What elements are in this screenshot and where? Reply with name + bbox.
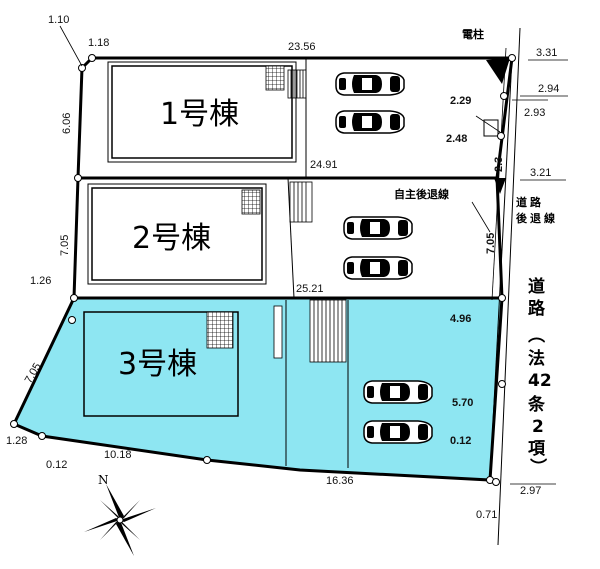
dim-0-12-right: 0.12 xyxy=(450,435,471,447)
svg-text:退: 退 xyxy=(530,211,541,225)
svg-text:）: ） xyxy=(527,458,548,475)
svg-text:後: 後 xyxy=(516,211,528,225)
road-setback-label: 道 路 後 退 線 xyxy=(516,195,555,225)
building-1-label: 1号棟 xyxy=(160,97,239,132)
dim-6-06: 6.06 xyxy=(61,113,73,134)
dim-2-29: 2.29 xyxy=(450,95,471,107)
dim-10-18: 10.18 xyxy=(104,449,132,461)
voluntary-setback-label: 自主後退線 xyxy=(394,187,449,201)
svg-text:項: 項 xyxy=(528,439,546,459)
dim-2-97: 2.97 xyxy=(520,485,541,497)
stair-icon xyxy=(241,189,261,215)
dim-1-10: 1.10 xyxy=(48,14,69,26)
dim-24-91: 24.91 xyxy=(310,159,338,171)
car-icon xyxy=(343,216,413,240)
dim-3-21: 3.21 xyxy=(530,167,551,179)
car-icon xyxy=(343,256,413,280)
dim-1-28: 1.28 xyxy=(6,435,27,447)
boundary-marker-icon xyxy=(10,54,516,486)
dim-4-96: 4.96 xyxy=(450,313,471,325)
dim-0-71: 0.71 xyxy=(476,509,497,521)
car-icon xyxy=(363,380,433,404)
dim-16-36: 16.36 xyxy=(326,475,354,487)
stair-icon xyxy=(273,69,347,363)
dim-1-26: 1.26 xyxy=(30,275,51,287)
dim-7-05-road: 7.05 xyxy=(485,233,497,254)
dim-5-70: 5.70 xyxy=(452,397,473,409)
dim-7-05-lot2: 7.05 xyxy=(59,235,71,256)
dim-2-94: 2.94 xyxy=(538,83,559,95)
svg-text:路: 路 xyxy=(530,195,542,209)
building-2-label: 2号棟 xyxy=(132,221,211,256)
svg-text:2: 2 xyxy=(532,417,544,437)
building-3-label: 3号棟 xyxy=(118,347,197,382)
building-2-footprint xyxy=(91,187,263,281)
road-edge-line xyxy=(497,27,521,546)
svg-text:路: 路 xyxy=(528,298,546,319)
road-setback-line xyxy=(489,57,513,481)
svg-text:道: 道 xyxy=(516,195,527,209)
building-1-footprint xyxy=(111,65,293,159)
svg-text:線: 線 xyxy=(544,211,555,225)
svg-text:42: 42 xyxy=(528,371,552,391)
north-arrow-icon xyxy=(84,484,156,556)
svg-text:条: 条 xyxy=(527,394,546,415)
dim-1-18: 1.18 xyxy=(88,37,109,49)
svg-text:法: 法 xyxy=(528,348,545,369)
stair-icon xyxy=(206,311,234,349)
road-setback-right-line xyxy=(491,47,507,301)
building-1-outer xyxy=(107,61,297,163)
lot-1 xyxy=(76,56,514,180)
north-label: N xyxy=(98,473,109,487)
voluntary-setback-mark xyxy=(494,178,506,194)
dim-3-31: 3.31 xyxy=(536,47,557,59)
dimension-lines xyxy=(59,25,568,485)
svg-text:（: （ xyxy=(525,326,546,343)
utility-pole-icon xyxy=(486,58,510,84)
car-icon xyxy=(363,420,433,444)
car-icon xyxy=(335,72,405,96)
dim-23-56: 23.56 xyxy=(288,41,316,53)
building-2-outer xyxy=(87,183,267,285)
dim-2-48: 2.48 xyxy=(446,133,467,145)
voluntary-setback-leader xyxy=(471,201,491,233)
utility-pole-label: 電柱 xyxy=(462,27,484,41)
dim-2-93: 2.93 xyxy=(524,107,545,119)
dim-25-21: 25.21 xyxy=(296,283,324,295)
car-icon xyxy=(335,110,405,134)
road-label: 道 路 （ 法 42 条 2 項 ） xyxy=(525,276,552,475)
dim-2-3: 2.3 xyxy=(493,157,505,172)
stair-icon xyxy=(265,65,285,91)
lot2-divider xyxy=(287,177,295,299)
svg-text:道: 道 xyxy=(528,276,545,297)
dim-0-12-left: 0.12 xyxy=(46,459,67,471)
building-3-footprint xyxy=(83,311,239,417)
